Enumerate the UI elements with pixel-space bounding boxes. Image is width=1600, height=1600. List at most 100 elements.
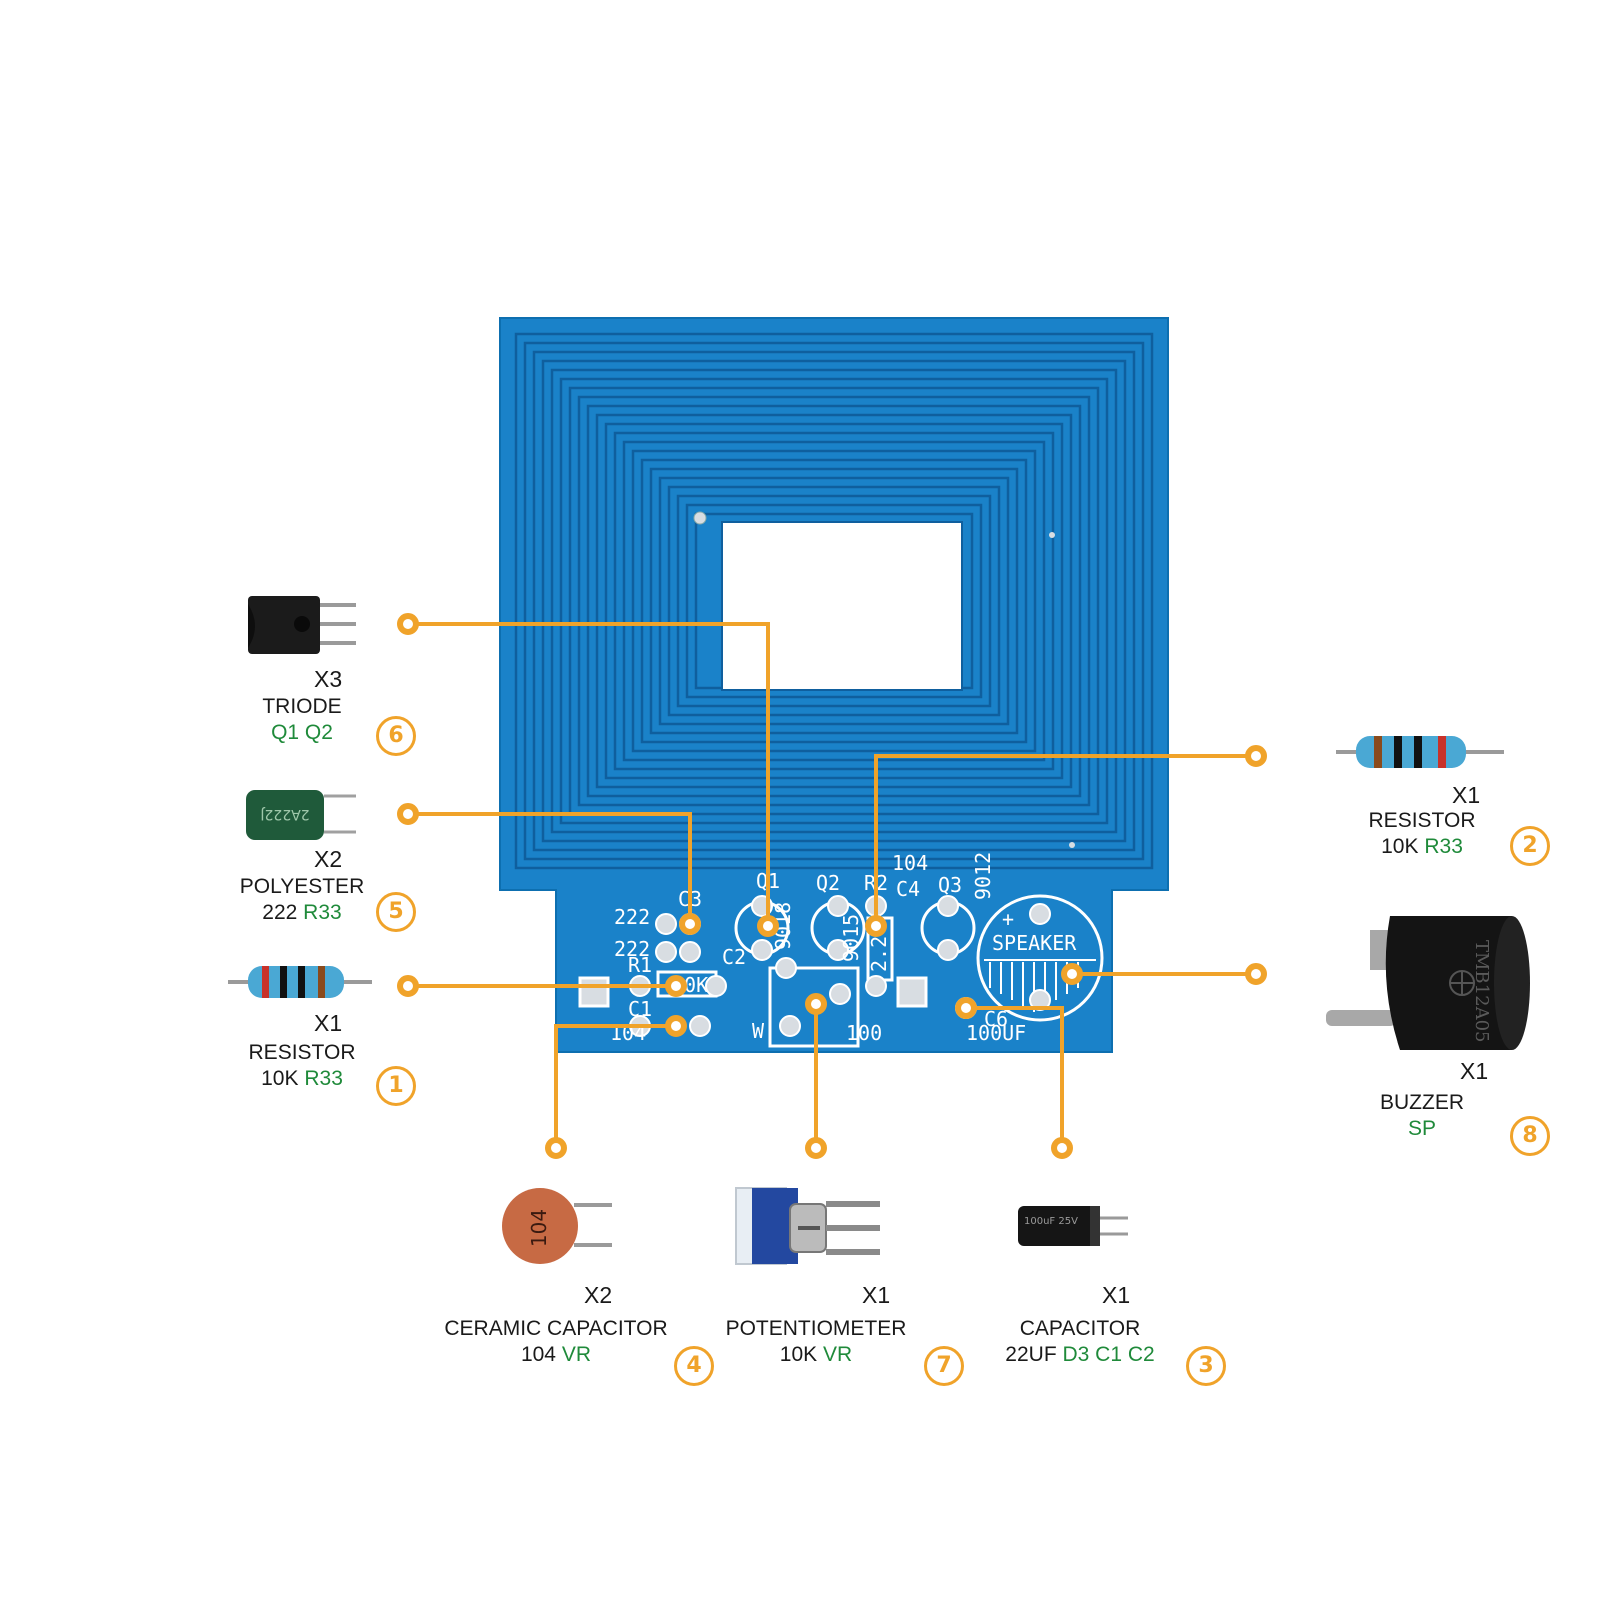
coil-trace [550, 368, 1118, 834]
callout-number-badge: 1 [376, 1066, 416, 1106]
component-name: TRIODE [262, 695, 342, 718]
solder-pad [827, 895, 849, 917]
solder-pad [779, 1015, 801, 1037]
solder-pad [827, 939, 849, 961]
coil-trace [640, 458, 1028, 744]
component-name: POLYESTER [239, 875, 365, 898]
component-value: 10K [261, 1067, 299, 1090]
callout-dot [397, 975, 419, 997]
callout-dots [397, 613, 1267, 1159]
solder-pad [655, 941, 677, 963]
solder-pad [937, 895, 959, 917]
silk-label: + [1002, 907, 1014, 931]
silk-label: 222 [614, 937, 650, 961]
component-label-potentiometer: POTENTIOMETER 10K VR [708, 1316, 924, 1368]
leader-line-capacitor [966, 1006, 1064, 1148]
callout-number-badge: 4 [674, 1346, 714, 1386]
callout-dot [665, 1015, 687, 1037]
leader-line-resistor-right [874, 754, 1256, 926]
callout-dot [397, 803, 419, 825]
callout-dot [679, 913, 701, 935]
solder-pad [829, 983, 851, 1005]
resistor-icon [228, 966, 372, 998]
silk-label: 100 [846, 1021, 882, 1045]
electrolytic-capacitor-icon: 100uF 25V [1018, 1206, 1128, 1246]
solder-pad [937, 939, 959, 961]
coil-trace [559, 377, 1109, 825]
callout-dot [1245, 963, 1267, 985]
solder-pad [679, 941, 701, 963]
component-label-ceramic: CERAMIC CAPACITOR 104 VR [424, 1316, 688, 1368]
component-value-line: 10K R33 [1340, 834, 1504, 860]
solder-pad [1029, 903, 1051, 925]
leader-line-polyester [408, 812, 692, 924]
component-code: R33 [303, 901, 342, 924]
coil-trace [604, 422, 1064, 780]
component-value: 104 [520, 1343, 556, 1366]
ceramic-capacitor-icon: 104 [502, 1188, 612, 1264]
silk-label: C2 [722, 945, 746, 969]
battery-pad [578, 976, 610, 1008]
quantity-label: X3 [314, 666, 343, 692]
coil-trace [532, 350, 1136, 852]
polyester-capacitor-icon: 2A222J [246, 790, 356, 840]
svg-text:2A222J: 2A222J [260, 806, 309, 822]
callout-dot [397, 613, 419, 635]
silk-label: C6 [984, 1007, 1008, 1031]
coil-trace [514, 332, 1154, 870]
silk-label: C1 [628, 997, 652, 1021]
silk-label: Q3 [938, 873, 962, 897]
leader-line-triode [408, 622, 770, 926]
callout-dot [665, 975, 687, 997]
via-hole [1069, 842, 1075, 848]
component-name: RESISTOR [248, 1041, 356, 1064]
component-code: VR [561, 1343, 592, 1366]
resistor-icon [1336, 736, 1504, 768]
silk-label: 104 [892, 851, 928, 875]
solder-pad [689, 1015, 711, 1037]
callout-dot [545, 1137, 567, 1159]
component-label-resistor-right: RESISTOR 10K R33 [1340, 808, 1504, 860]
callout-dot [865, 915, 887, 937]
quantity-label: X2 [584, 1282, 613, 1308]
callout-dot [955, 997, 977, 1019]
coil-trace [586, 404, 1082, 798]
buzzer-icon: TMB12A05 [1326, 916, 1530, 1050]
solder-pad [705, 975, 727, 997]
capacitor-print: 100uF 25V [1024, 1216, 1078, 1227]
component-name: CERAMIC CAPACITOR [444, 1317, 668, 1340]
buzzer-print: TMB12A05 [1471, 940, 1492, 1042]
via-hole [1049, 532, 1055, 538]
component-code: R33 [1424, 835, 1463, 858]
component-label-triode: TRIODE Q1 Q2 [220, 694, 384, 746]
pcb-board: 222 C3 222 C2 R1 20K C1 104 Q1 9018 Q2 9… [499, 317, 1169, 1053]
ceramic-print: 104 [527, 1209, 551, 1247]
callout-dot [1051, 1137, 1073, 1159]
silk-label: 2.2 [867, 936, 891, 972]
component-value-line: 10K VR [708, 1342, 924, 1368]
component-name: POTENTIOMETER [725, 1317, 907, 1340]
transistor-icon [248, 596, 356, 654]
callout-dot [1245, 745, 1267, 767]
callout-number-badge: 6 [376, 716, 416, 756]
silk-label: 100UF [966, 1021, 1026, 1045]
silk-label: 222 [614, 905, 650, 929]
quantity-label: X1 [862, 1282, 891, 1308]
callout-number-badge: 5 [376, 892, 416, 932]
potentiometer-icon [735, 1187, 880, 1265]
silk-label: 9015 [839, 914, 863, 962]
component-value-line: 104 VR [424, 1342, 688, 1368]
component-name: RESISTOR [1368, 809, 1476, 832]
quantity-label: X2 [314, 846, 343, 872]
coil-window [721, 521, 963, 691]
silk-label: W [752, 1019, 765, 1043]
coil-trace [541, 359, 1127, 843]
callout-dot [805, 1137, 827, 1159]
callout-number-badge: 3 [1186, 1346, 1226, 1386]
callout-dot [805, 993, 827, 1015]
component-name: BUZZER [1380, 1091, 1464, 1114]
coil-trace [676, 494, 992, 708]
solder-pad [775, 957, 797, 979]
coil-trace [649, 467, 1019, 735]
